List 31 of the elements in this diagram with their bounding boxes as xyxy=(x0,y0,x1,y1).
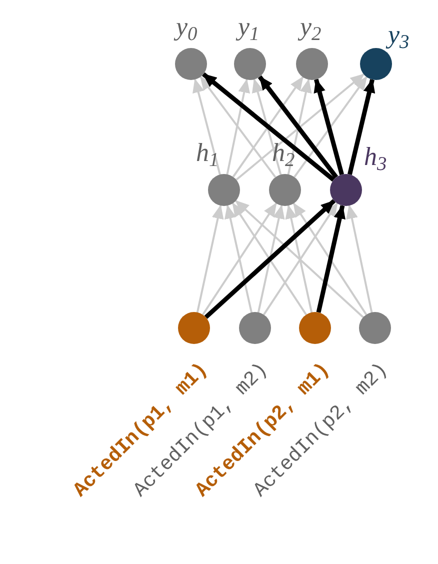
node-label: y$_{2}$ xyxy=(300,14,322,40)
node-label: y$_{1}$ xyxy=(238,14,260,40)
arrow xyxy=(316,204,346,313)
arrow xyxy=(226,78,250,175)
arrow xyxy=(232,202,308,316)
arrow xyxy=(294,76,368,178)
arrow xyxy=(262,202,338,316)
arrow xyxy=(224,204,252,313)
node-label: y$_{3}$ xyxy=(388,22,410,48)
arrow xyxy=(196,204,224,313)
arrow xyxy=(285,204,313,313)
arrow xyxy=(192,78,221,175)
arrow xyxy=(202,72,335,182)
node-label: y$_{0}$ xyxy=(176,14,198,40)
arrow xyxy=(200,76,276,178)
arrow xyxy=(258,75,338,179)
arrow xyxy=(236,73,364,181)
arrow xyxy=(292,202,368,316)
arrow xyxy=(252,78,282,175)
arrow xyxy=(346,204,373,313)
arrow xyxy=(235,200,364,318)
node-label: h$_{1}$ xyxy=(196,140,219,166)
arrow xyxy=(232,76,304,178)
arrow xyxy=(314,78,344,176)
arrow xyxy=(348,78,376,175)
arrow xyxy=(202,202,278,316)
node-label: h$_{3}$ xyxy=(364,144,387,170)
arrow xyxy=(257,204,285,313)
arrow xyxy=(204,199,336,319)
node-label: h$_{2}$ xyxy=(272,140,295,166)
arrow xyxy=(287,78,312,175)
